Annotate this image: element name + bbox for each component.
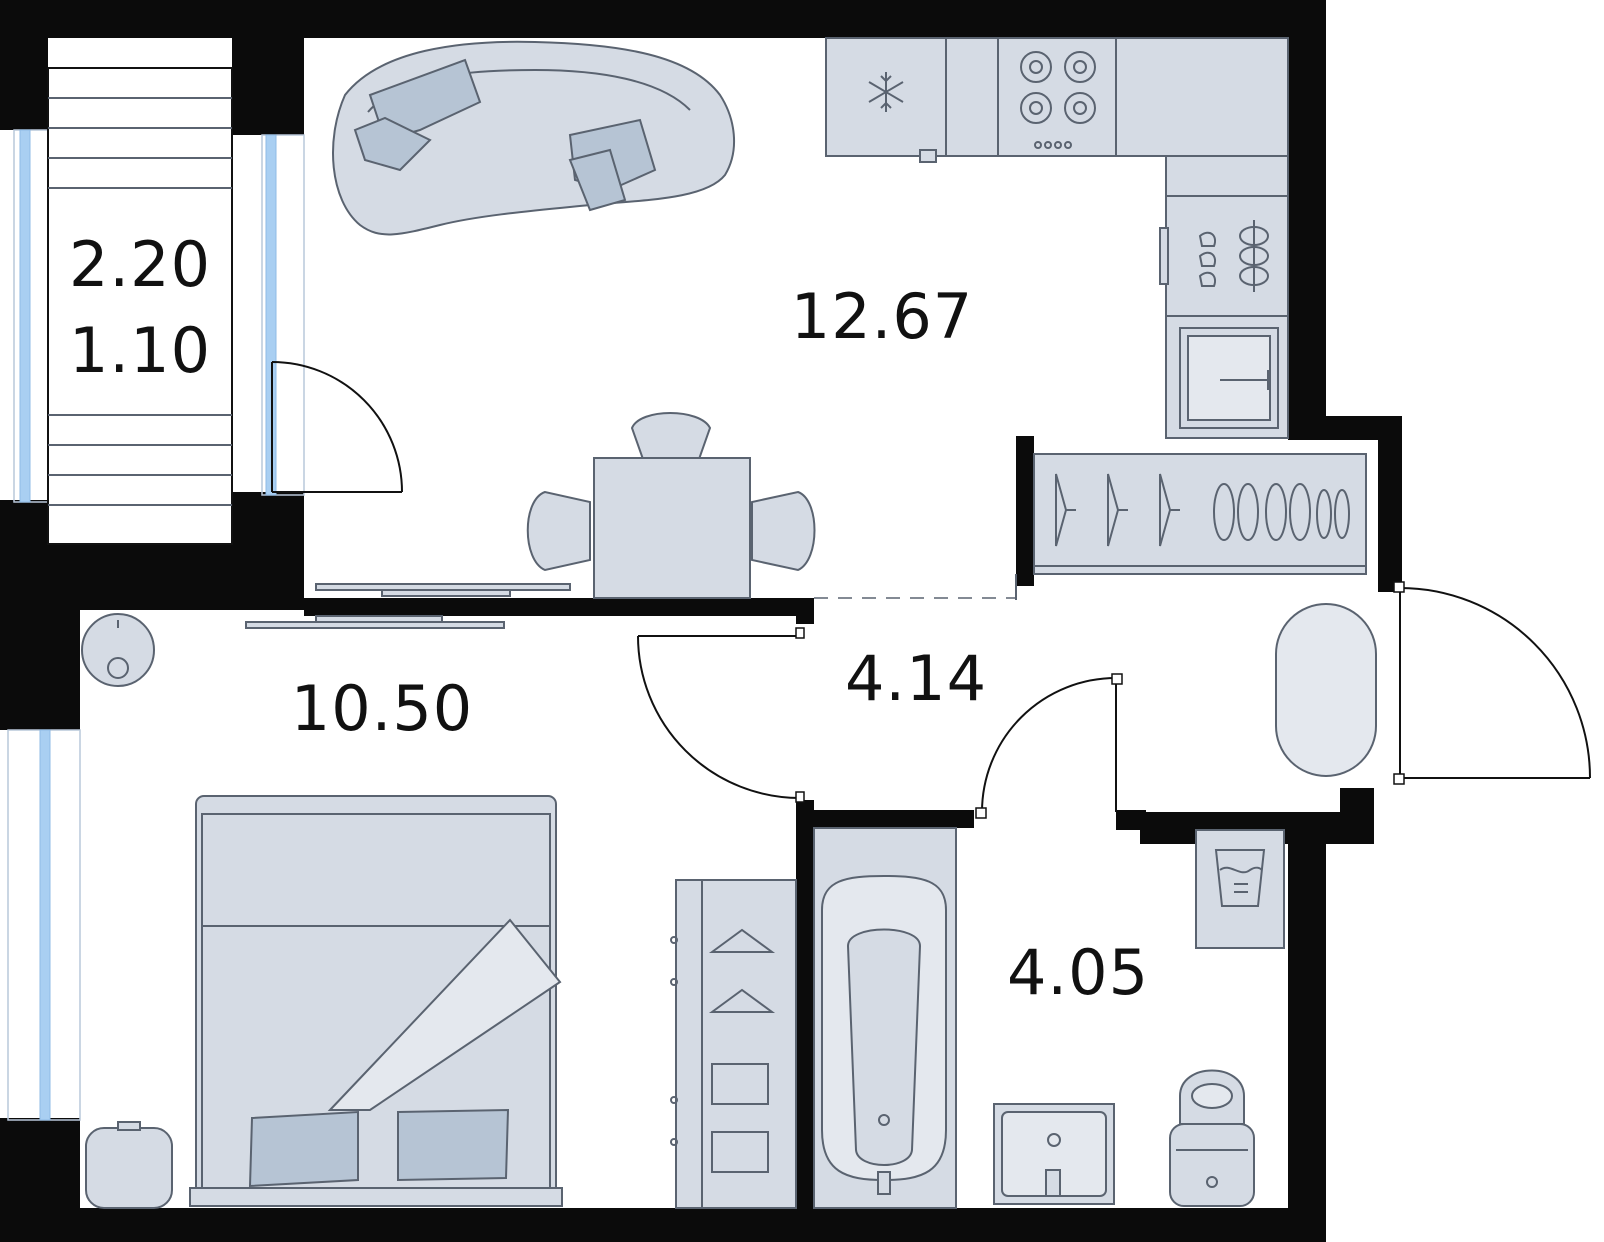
bedroom-area-label: 10.50 [291,672,474,745]
pouf [85,1121,173,1209]
hall-wardrobe [1015,453,1367,600]
balcony-area-label: 2.20 [69,228,211,301]
balcony-area-alt-label: 1.10 [69,314,211,387]
hanger-icon [1055,473,1180,547]
bathtub [813,827,957,1209]
dishwasher [1165,195,1289,317]
entry-door [1393,581,1591,785]
dining-table [526,412,816,599]
balcony-window-left [13,129,49,503]
washing-machine [1195,829,1285,949]
shoe-icon [1213,483,1350,541]
kitchen-counter [825,37,1289,439]
walls [0,0,1402,1242]
bed [189,795,563,1207]
bathroom-area-label: 4.05 [1007,936,1149,1009]
bathroom-door [975,673,1123,819]
snowflake-icon [868,72,904,112]
hall-rug [1275,603,1377,777]
kitchen-living-area-label: 12.67 [791,280,974,353]
bedroom-window [7,729,81,1121]
bedroom-wardrobe [670,879,797,1209]
toilet [1169,1069,1255,1207]
tv-living [315,583,571,597]
tv-bedroom [245,615,505,629]
hallway-area-label: 4.14 [845,642,987,715]
bathroom-sink [993,1103,1115,1205]
balcony-door [271,361,403,493]
bedroom-door [637,627,805,803]
balcony-window-right [261,134,305,496]
sofa [332,40,736,236]
stove [997,37,1117,157]
balcony-deck [47,67,233,545]
robot-vacuum [81,613,155,687]
